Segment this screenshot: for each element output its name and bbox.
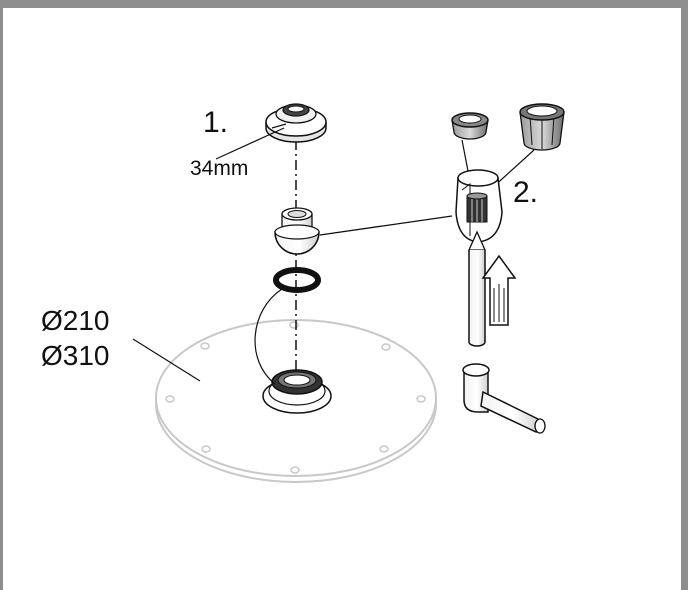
thread-size-leader	[215, 127, 285, 160]
top-nut	[265, 103, 327, 143]
large-filter	[519, 103, 565, 151]
diameter-leader	[132, 338, 201, 382]
spray-housing	[455, 169, 503, 243]
shower-plate	[155, 319, 437, 483]
frame-border-left	[0, 0, 3, 590]
push-up-arrow	[481, 254, 517, 326]
o-ring	[273, 267, 321, 293]
diameter-label-a: Ø210	[41, 305, 110, 336]
thread-size-label: 34mm	[190, 157, 249, 180]
plate-screw-holes	[165, 321, 426, 474]
small-filter	[451, 112, 489, 140]
detail-leader	[319, 215, 453, 236]
frame-border-right	[681, 0, 688, 590]
cleaning-pin	[467, 230, 487, 347]
oring-leader	[254, 288, 283, 385]
step-1-label: 1.	[203, 106, 229, 139]
center-socket	[262, 369, 332, 414]
diameter-label-b: Ø310	[41, 340, 110, 371]
hex-key	[462, 363, 546, 434]
step-2-label: 2.	[513, 176, 539, 209]
frame-border-top	[0, 0, 688, 8]
ball-joint	[274, 207, 320, 255]
